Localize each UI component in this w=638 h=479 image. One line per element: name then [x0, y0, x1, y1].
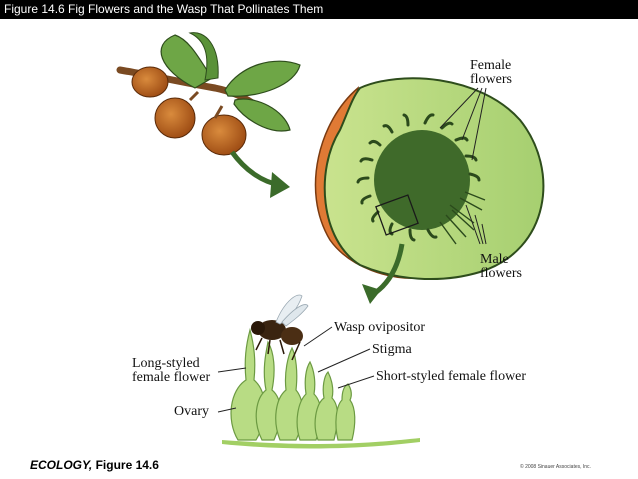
leaf-icon: [160, 34, 213, 89]
leaf-icon: [224, 60, 301, 97]
source-italic: ECOLOGY,: [30, 458, 93, 472]
label-long-styled-2: female flower: [132, 370, 211, 385]
source-rest: Figure 14.6: [92, 458, 159, 472]
label-male-flowers-1: Male: [480, 252, 509, 267]
header-bar: Figure 14.6 Fig Flowers and the Wasp Tha…: [0, 0, 638, 19]
source-credit: ECOLOGY, Figure 14.6: [30, 458, 159, 472]
figure-title: Figure 14.6 Fig Flowers and the Wasp Tha…: [4, 2, 324, 16]
label-male-flowers-2: flowers: [480, 266, 522, 281]
leaf-icon: [233, 98, 291, 132]
fig-branch: [116, 32, 301, 156]
label-female-flowers-1: Female: [470, 58, 512, 73]
wasp-icon: [251, 294, 309, 361]
leaf-icon: [188, 32, 219, 81]
label-ovary: Ovary: [174, 404, 209, 419]
label-stigma: Stigma: [372, 342, 412, 357]
label-wasp-ovipositor: Wasp ovipositor: [334, 320, 426, 335]
copyright: © 2008 Sinauer Associates, Inc.: [520, 464, 591, 470]
label-female-flowers-2: flowers: [470, 72, 512, 87]
flower-detail: [217, 294, 420, 449]
label-long-styled-1: Long-styled: [132, 356, 200, 371]
fig-cross-section: [314, 77, 545, 281]
label-short-styled: Short-styled female flower: [376, 369, 527, 384]
